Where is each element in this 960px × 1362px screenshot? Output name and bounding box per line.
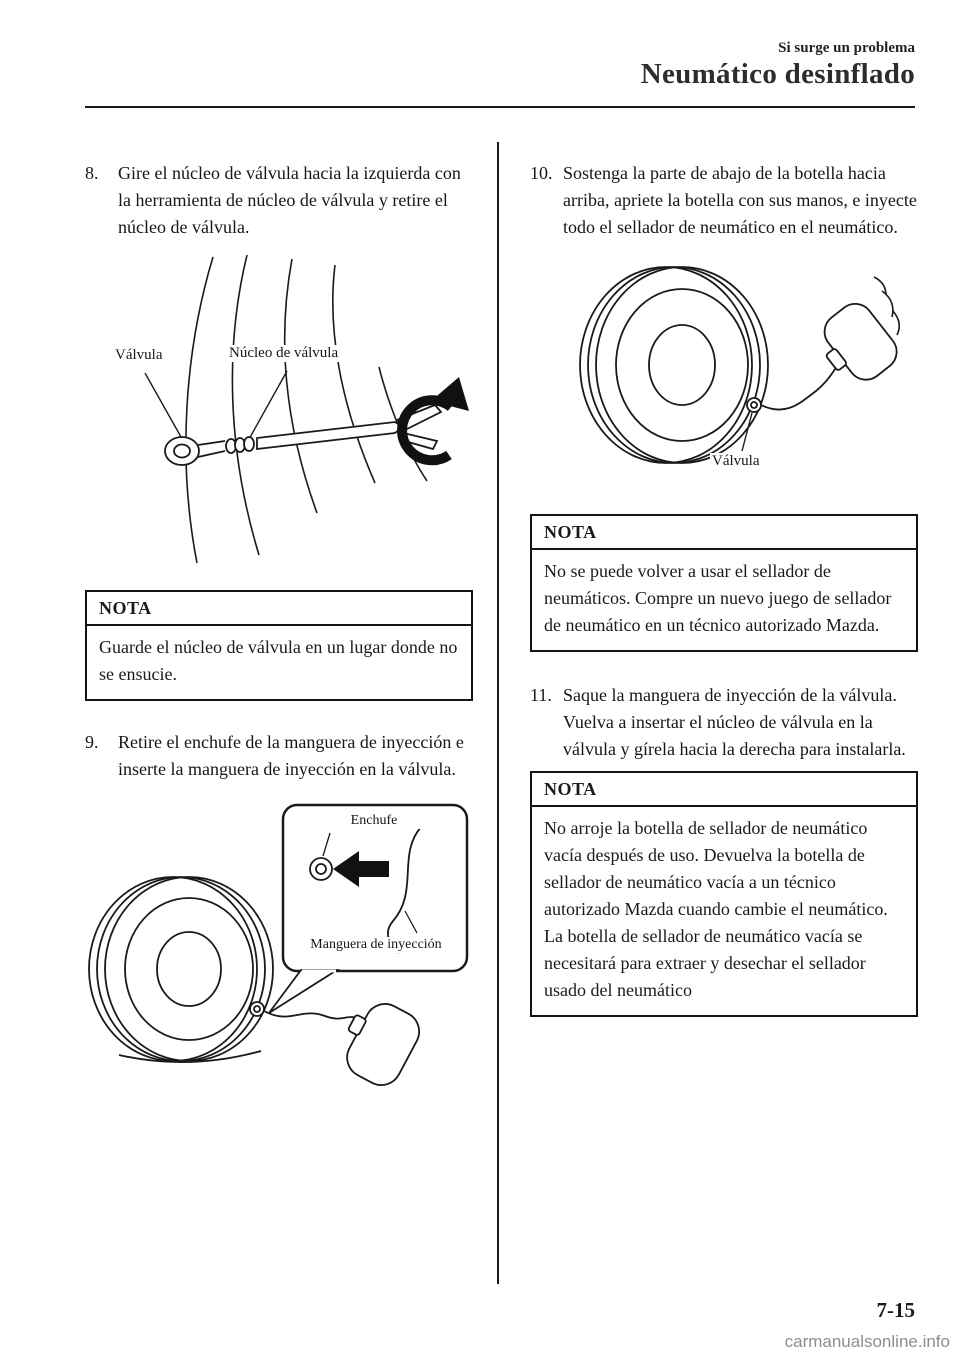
- tire-injection-hose-illustration: [88, 803, 469, 1086]
- plug-drawing: [309, 857, 333, 881]
- note-box-1: NOTA Guarde el núcleo de válvula en un l…: [85, 590, 473, 701]
- header-rule: [85, 106, 915, 108]
- valve-core-removal-illustration: [144, 255, 469, 564]
- step-8-text: Gire el núcleo de válvula hacia la izqui…: [118, 163, 461, 237]
- arrow-left-icon: [333, 851, 389, 887]
- tire-drawing: [579, 266, 769, 464]
- step-9-number: 9.: [85, 732, 99, 752]
- step-10-text: Sostenga la parte de abajo de la botella…: [563, 163, 917, 237]
- page-title: Neumático desinflado: [640, 58, 915, 90]
- note-3-title: NOTA: [532, 773, 916, 807]
- figure1-valve-label: Válvula: [113, 347, 165, 364]
- callout-tail: [268, 969, 341, 1014]
- hand-strokes: [873, 276, 901, 336]
- step-11-text: Saque la manguera de inyección de la vál…: [563, 685, 906, 759]
- figure3-valve-label: Válvula: [710, 453, 762, 470]
- step-8: 8. Gire el núcleo de válvula hacia la iz…: [85, 160, 473, 241]
- callout-box: [281, 803, 469, 973]
- right-column: 10. Sostenga la parte de abajo de la bot…: [530, 160, 918, 1017]
- left-column: 8. Gire el núcleo de válvula hacia la iz…: [85, 160, 473, 1106]
- figure-injection-hose: Enchufe Manguera de inyección: [85, 801, 473, 1106]
- sealant-bottle-drawing: [346, 1003, 421, 1086]
- step-9: 9. Retire el enchufe de la manguera de i…: [85, 729, 473, 783]
- figure-valve-core-removal: Válvula Núcleo de válvula: [85, 255, 473, 570]
- note-1-title: NOTA: [87, 592, 471, 626]
- figure2-plug-label: Enchufe: [299, 813, 449, 829]
- valve-drawing: [164, 436, 255, 466]
- note-1-body: Guarde el núcleo de válvula en un lugar …: [99, 637, 458, 684]
- step-10: 10. Sostenga la parte de abajo de la bot…: [530, 160, 918, 241]
- note-3-body: No arroje la botella de sellador de neum…: [544, 818, 888, 1000]
- step-9-text: Retire el enchufe de la manguera de inye…: [118, 732, 464, 779]
- note-box-2: NOTA No se puede volver a usar el sellad…: [530, 514, 918, 652]
- page-number: 7-15: [876, 1298, 916, 1322]
- section-eyebrow: Si surge un problema: [778, 40, 915, 56]
- step-10-number: 10.: [530, 163, 553, 183]
- figure1-valve-core-label: Núcleo de válvula: [227, 345, 341, 362]
- watermark-text: carmanualsonline.info: [784, 1332, 950, 1351]
- note-2-body: No se puede volver a usar el sellador de…: [544, 561, 892, 635]
- figure2-hose-label: Manguera de inyección: [291, 937, 461, 953]
- figure-inject-sealant: Válvula: [530, 253, 918, 498]
- sealant-bottle-squeeze-illustration: [579, 266, 901, 464]
- note-2-title: NOTA: [532, 516, 916, 550]
- sealant-bottle-drawing: [823, 302, 898, 381]
- step-11-number: 11.: [530, 685, 552, 705]
- rotate-counterclockwise-arrow-icon: [397, 377, 469, 466]
- tire-drawing: [88, 876, 274, 1064]
- step-8-number: 8.: [85, 163, 99, 183]
- valve-core-tool-drawing: [256, 403, 443, 451]
- note-box-3: NOTA No arroje la botella de sellador de…: [530, 771, 918, 1017]
- step-11: 11. Saque la manguera de inyección de la…: [530, 682, 918, 763]
- column-divider: [497, 142, 499, 1284]
